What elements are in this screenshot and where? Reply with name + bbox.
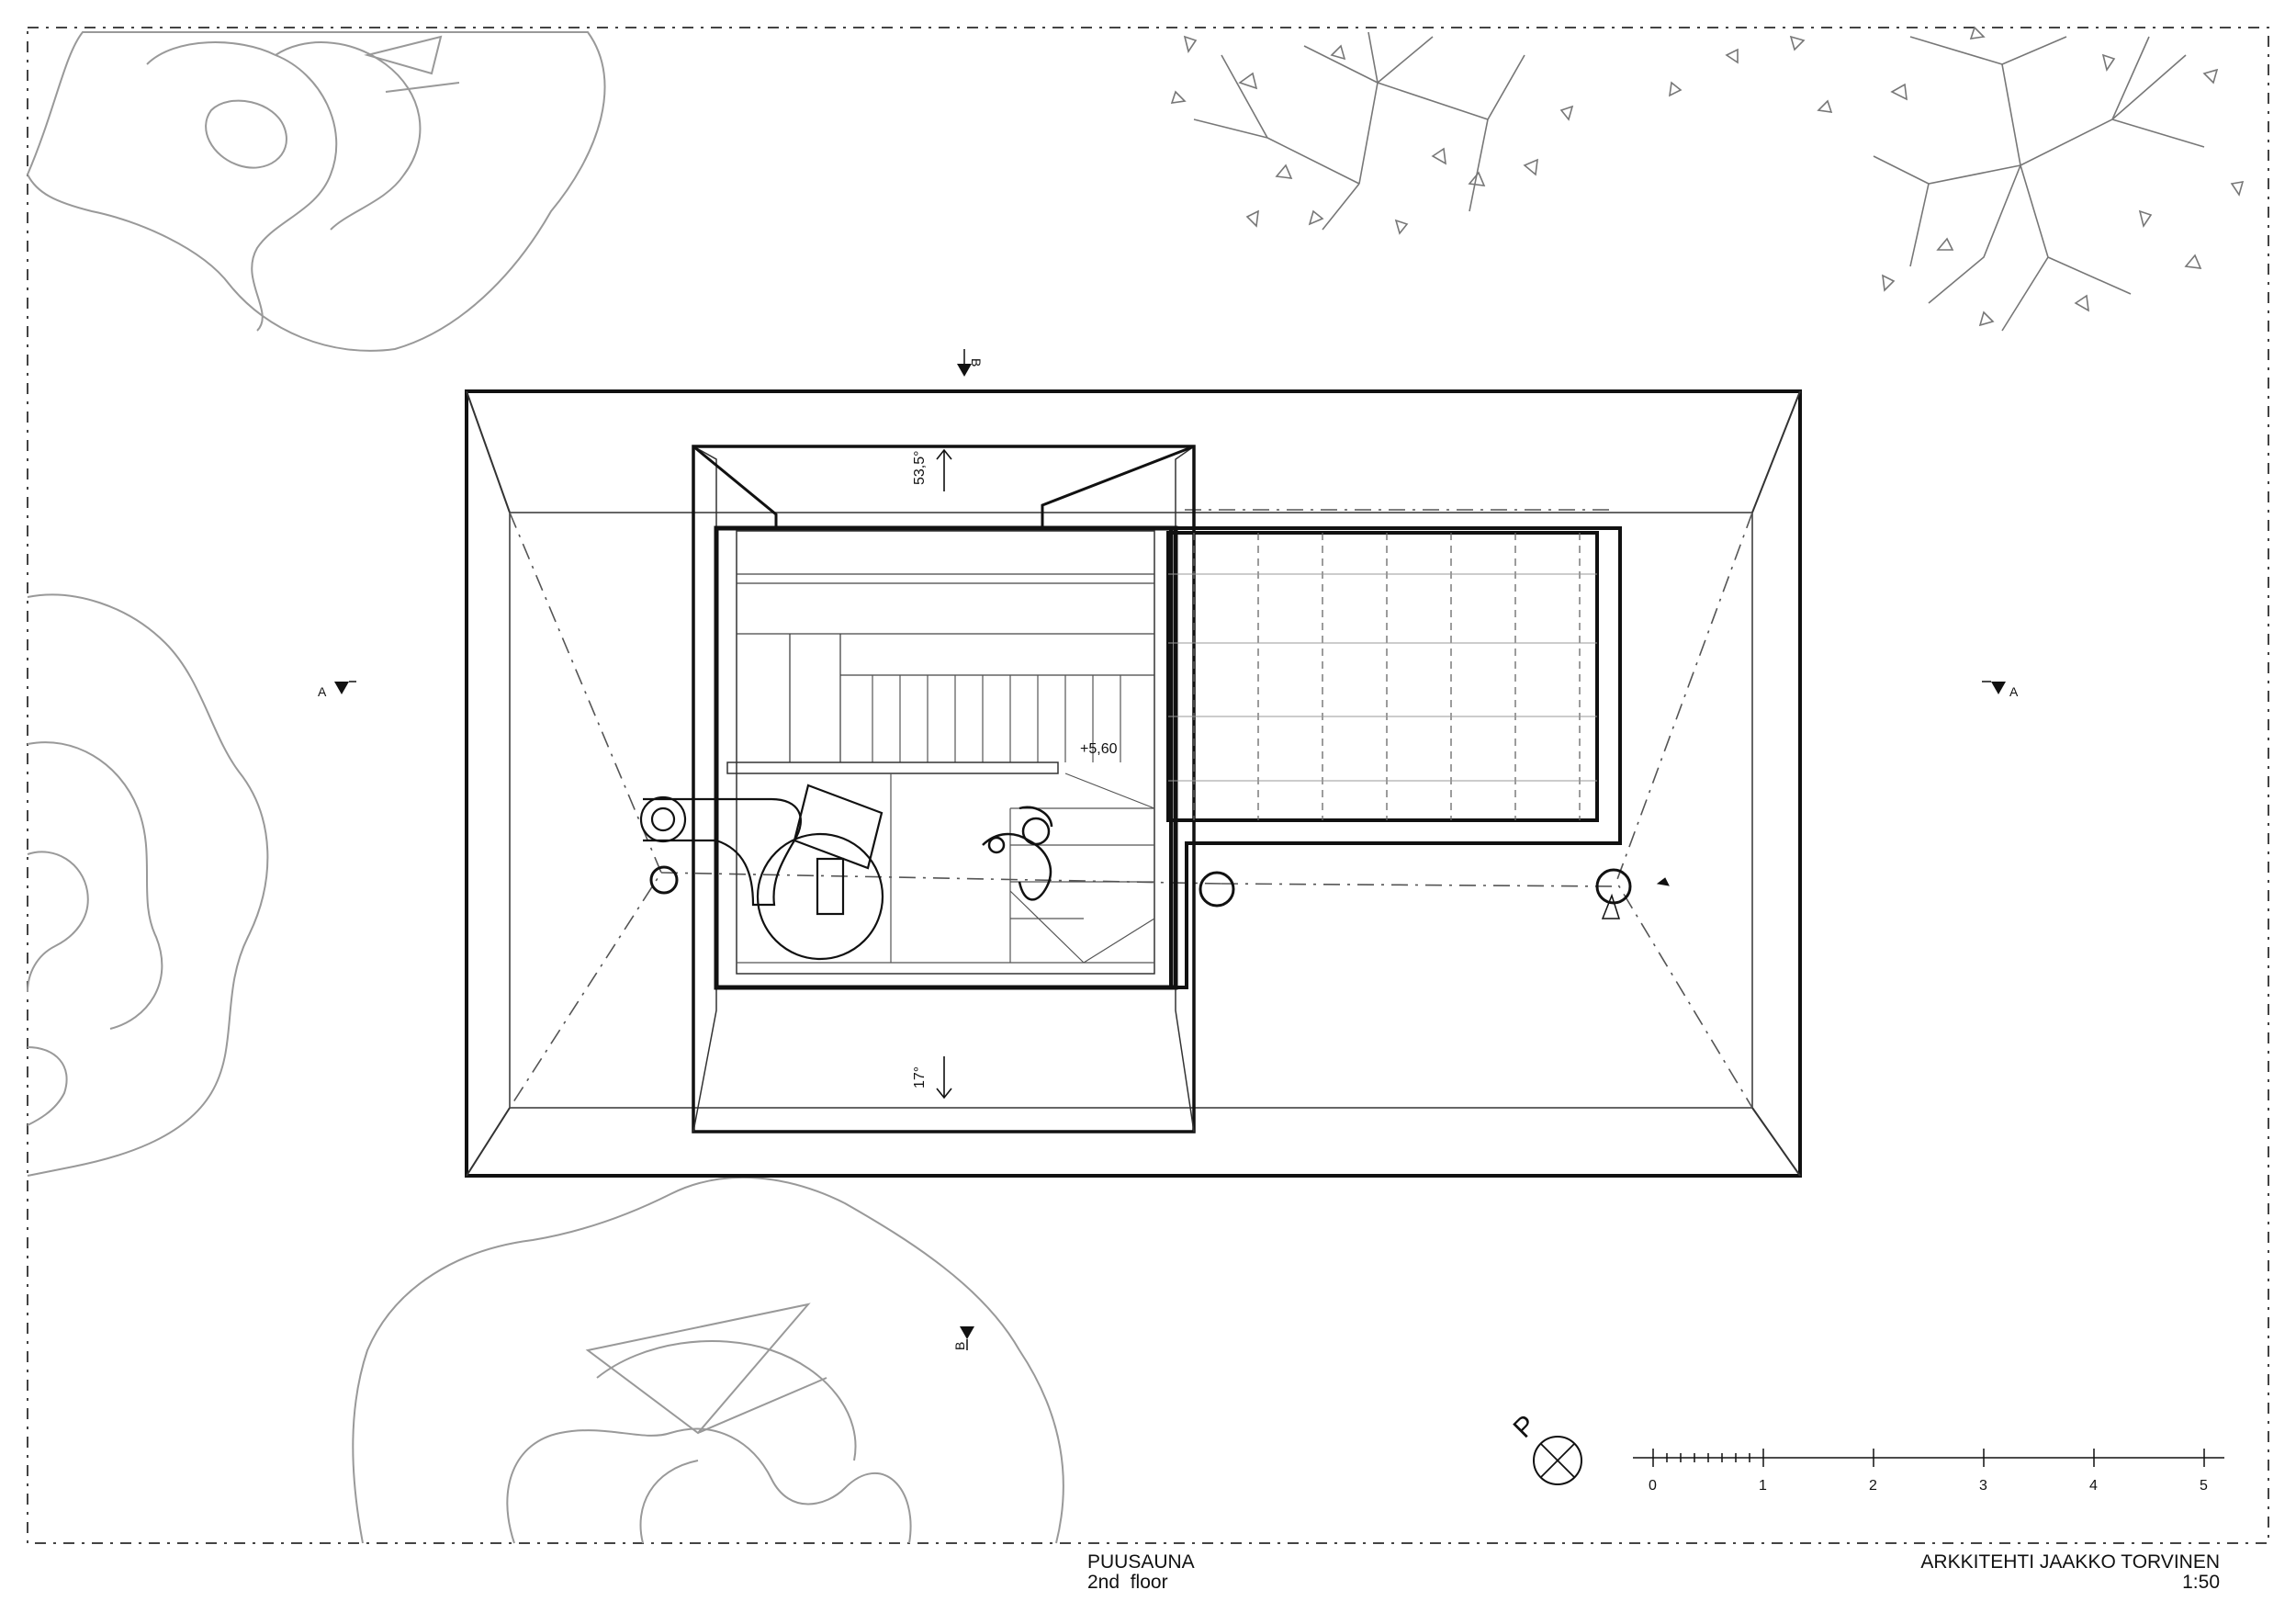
eave-line: [509, 512, 1753, 1109]
title-block-office: ARKKITEHTI JAAKKO TORVINEN 1:50: [1920, 1552, 2220, 1593]
scale-tick-4: 4: [2089, 1478, 2098, 1494]
bush-left: [27, 593, 269, 1177]
bush-bottom: [352, 1176, 1064, 1544]
svg-text:B: B: [952, 1342, 967, 1350]
bush-bottom-inner: [506, 1427, 912, 1544]
sheet-border: [27, 27, 2269, 1544]
building: [465, 389, 1802, 1178]
stair-room: [714, 525, 1178, 990]
roof-pitch-lower: 17°: [912, 1066, 928, 1088]
svg-text:A: A: [2009, 684, 2019, 699]
column-mid: [1199, 871, 1235, 908]
tower-roof: [692, 445, 1196, 1133]
north-arrow: P: [1508, 1409, 1582, 1485]
sauna-stove: [639, 784, 884, 961]
bush-top-left-inner2: [205, 99, 287, 169]
scale-tick-2: 2: [1869, 1478, 1877, 1494]
roof-pitch-upper: 53,5°: [912, 450, 928, 485]
scale-tick-3: 3: [1979, 1478, 1987, 1494]
svg-text:A: A: [318, 684, 327, 699]
section-marker-a-right: A: [1982, 681, 2019, 699]
section-marker-a-left: A: [318, 681, 356, 699]
landscape: [26, 31, 1064, 1544]
drawing-scale: 1:50: [2182, 1572, 2220, 1593]
office-name: ARKKITEHTI JAAKKO TORVINEN: [1920, 1551, 2220, 1573]
floor-label: 2nd floor: [1087, 1572, 1168, 1593]
tree-top-center: [1170, 31, 1574, 235]
bush-top-left: [26, 31, 606, 352]
svg-text:B: B: [969, 358, 984, 367]
floor-level-label: +5,60: [1080, 741, 1118, 757]
scale-tick-0: 0: [1649, 1478, 1657, 1494]
bush-left-inner: [27, 741, 163, 1030]
project-name: PUUSAUNA: [1087, 1551, 1195, 1573]
north-label: P: [1508, 1409, 1542, 1443]
stair-treads: [872, 675, 1121, 762]
person-figure: [982, 806, 1053, 901]
attic-room: [1166, 526, 1622, 989]
scale-bar: [1633, 1449, 2224, 1467]
tree-top-right: [1668, 26, 2245, 332]
scale-bar-labels: 0 1 2 3 4 5: [1649, 1478, 2208, 1494]
scale-tick-5: 5: [2200, 1478, 2208, 1494]
bush-top-left-inner: [146, 41, 422, 332]
column-left: [649, 865, 679, 895]
roof-outline: [465, 389, 1802, 1178]
section-marker-b-bottom: B: [952, 1326, 974, 1350]
section-marker-b-top: B: [957, 349, 984, 377]
title-block-project: PUUSAUNA 2nd floor: [1087, 1552, 1195, 1593]
scale-tick-1: 1: [1759, 1478, 1767, 1494]
